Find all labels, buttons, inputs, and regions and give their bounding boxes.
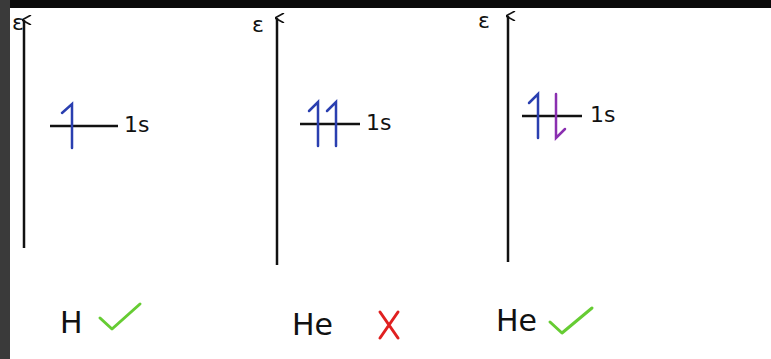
spin-up-electron: [529, 94, 538, 138]
energy-symbol: ε: [478, 10, 490, 32]
element-label: H: [60, 308, 83, 338]
orbital-level: [522, 115, 582, 118]
element-label: He: [496, 306, 537, 336]
spin-up-electron: [62, 104, 72, 148]
spin-up-electron: [327, 102, 336, 146]
orbital-label: 1s: [590, 104, 615, 126]
cross-mark: [380, 312, 398, 338]
left-edge: [0, 0, 10, 359]
check-mark: [100, 304, 140, 329]
energy-axis: [276, 18, 279, 265]
spin-down-electron: [556, 94, 565, 138]
check-mark: [550, 308, 592, 333]
orbital-level: [50, 125, 118, 128]
energy-axis: [507, 16, 510, 262]
energy-symbol: ε: [12, 12, 24, 34]
energy-symbol: ε: [252, 14, 264, 36]
orbital-label: 1s: [124, 114, 149, 136]
top-bar: [0, 0, 771, 8]
energy-axis: [23, 20, 26, 248]
orbital-level: [300, 123, 360, 126]
orbital-label: 1s: [366, 112, 391, 134]
spin-up-electron: [309, 102, 318, 146]
element-label: He: [292, 310, 333, 340]
